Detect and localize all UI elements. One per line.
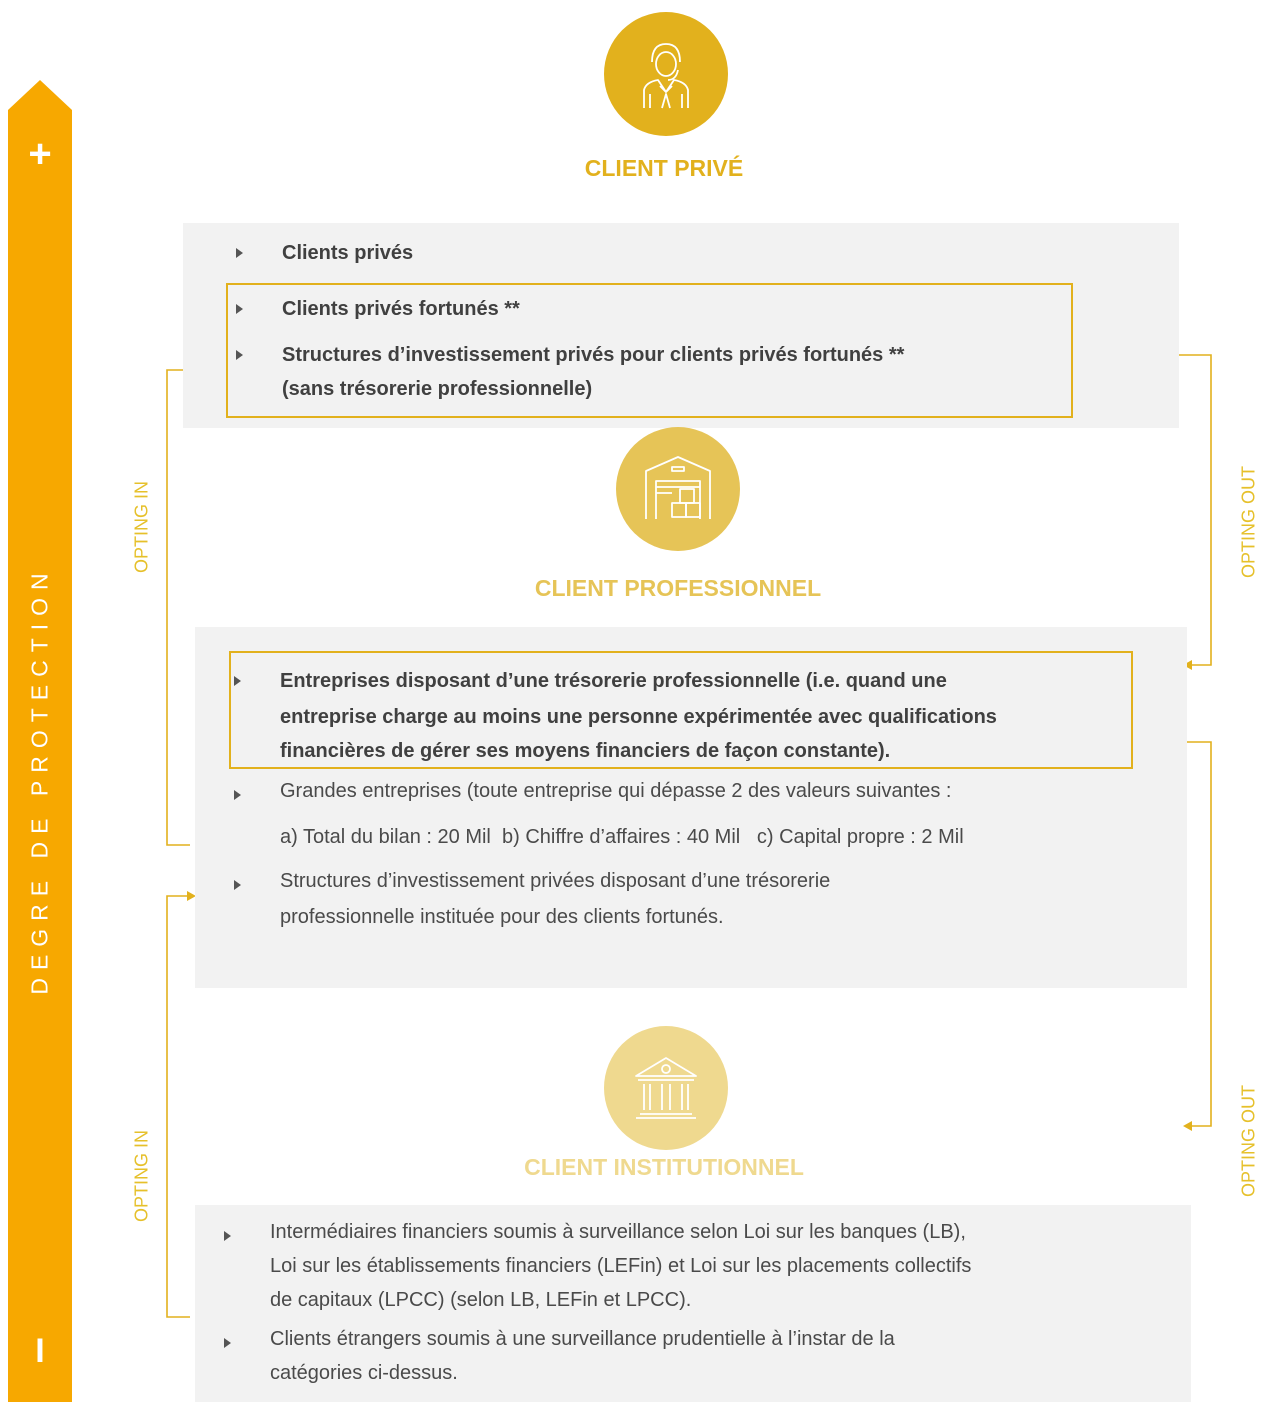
- bullet-triangle-icon: [236, 248, 243, 258]
- list-item: Structures d’investissement privés pour …: [236, 340, 1136, 404]
- bullet-triangle-icon: [236, 350, 243, 360]
- opting-out-label-lower: OPTING OUT: [1238, 1085, 1259, 1197]
- bank-building-icon: [604, 1026, 728, 1150]
- bullet-triangle-icon: [234, 790, 241, 800]
- opting-out-eligible-frame: [226, 283, 1073, 418]
- bullet-triangle-icon: [236, 304, 243, 314]
- list-item: Intermédiaires financiers soumis à surve…: [224, 1217, 1154, 1317]
- customer-service-agent-icon: [604, 12, 728, 136]
- client-professionnel-title: CLIENT PROFESSIONNEL: [534, 575, 822, 601]
- list-item: Clients privés: [236, 238, 1136, 268]
- client-institutionnel-panel: [195, 1205, 1191, 1402]
- client-professionnel-panel: [195, 627, 1187, 988]
- less-protection-symbol: I: [35, 1332, 45, 1370]
- warehouse-icon: [616, 427, 740, 551]
- list-item: Clients étrangers soumis à une surveilla…: [224, 1324, 1154, 1390]
- bullet-triangle-icon: [224, 1231, 231, 1241]
- opting-in-label-upper: OPTING IN: [131, 480, 152, 574]
- list-item: Grandes entreprises (toute entreprise qu…: [234, 776, 1154, 848]
- list-item: Entreprises disposant d’une trésorerie p…: [234, 666, 1134, 766]
- list-item: Structures d’investissement privées disp…: [234, 866, 1134, 932]
- opting-in-label-lower: OPTING IN: [131, 1129, 152, 1223]
- protection-degree-title: DEGRE DE PROTECTION: [26, 565, 53, 995]
- list-item: Clients privés fortunés **: [236, 294, 1136, 324]
- bullet-triangle-icon: [224, 1338, 231, 1348]
- client-prive-title: CLIENT PRIVÉ: [584, 155, 744, 181]
- bullet-triangle-icon: [234, 676, 241, 686]
- opting-out-label-upper: OPTING OUT: [1238, 466, 1259, 578]
- protection-degree-arrow: [8, 80, 72, 1402]
- more-protection-symbol: +: [28, 132, 52, 176]
- client-prive-panel: [183, 223, 1179, 428]
- bullet-triangle-icon: [234, 880, 241, 890]
- client-institutionnel-title: CLIENT INSTITUTIONNEL: [524, 1154, 804, 1180]
- professional-treasury-frame: [229, 651, 1133, 769]
